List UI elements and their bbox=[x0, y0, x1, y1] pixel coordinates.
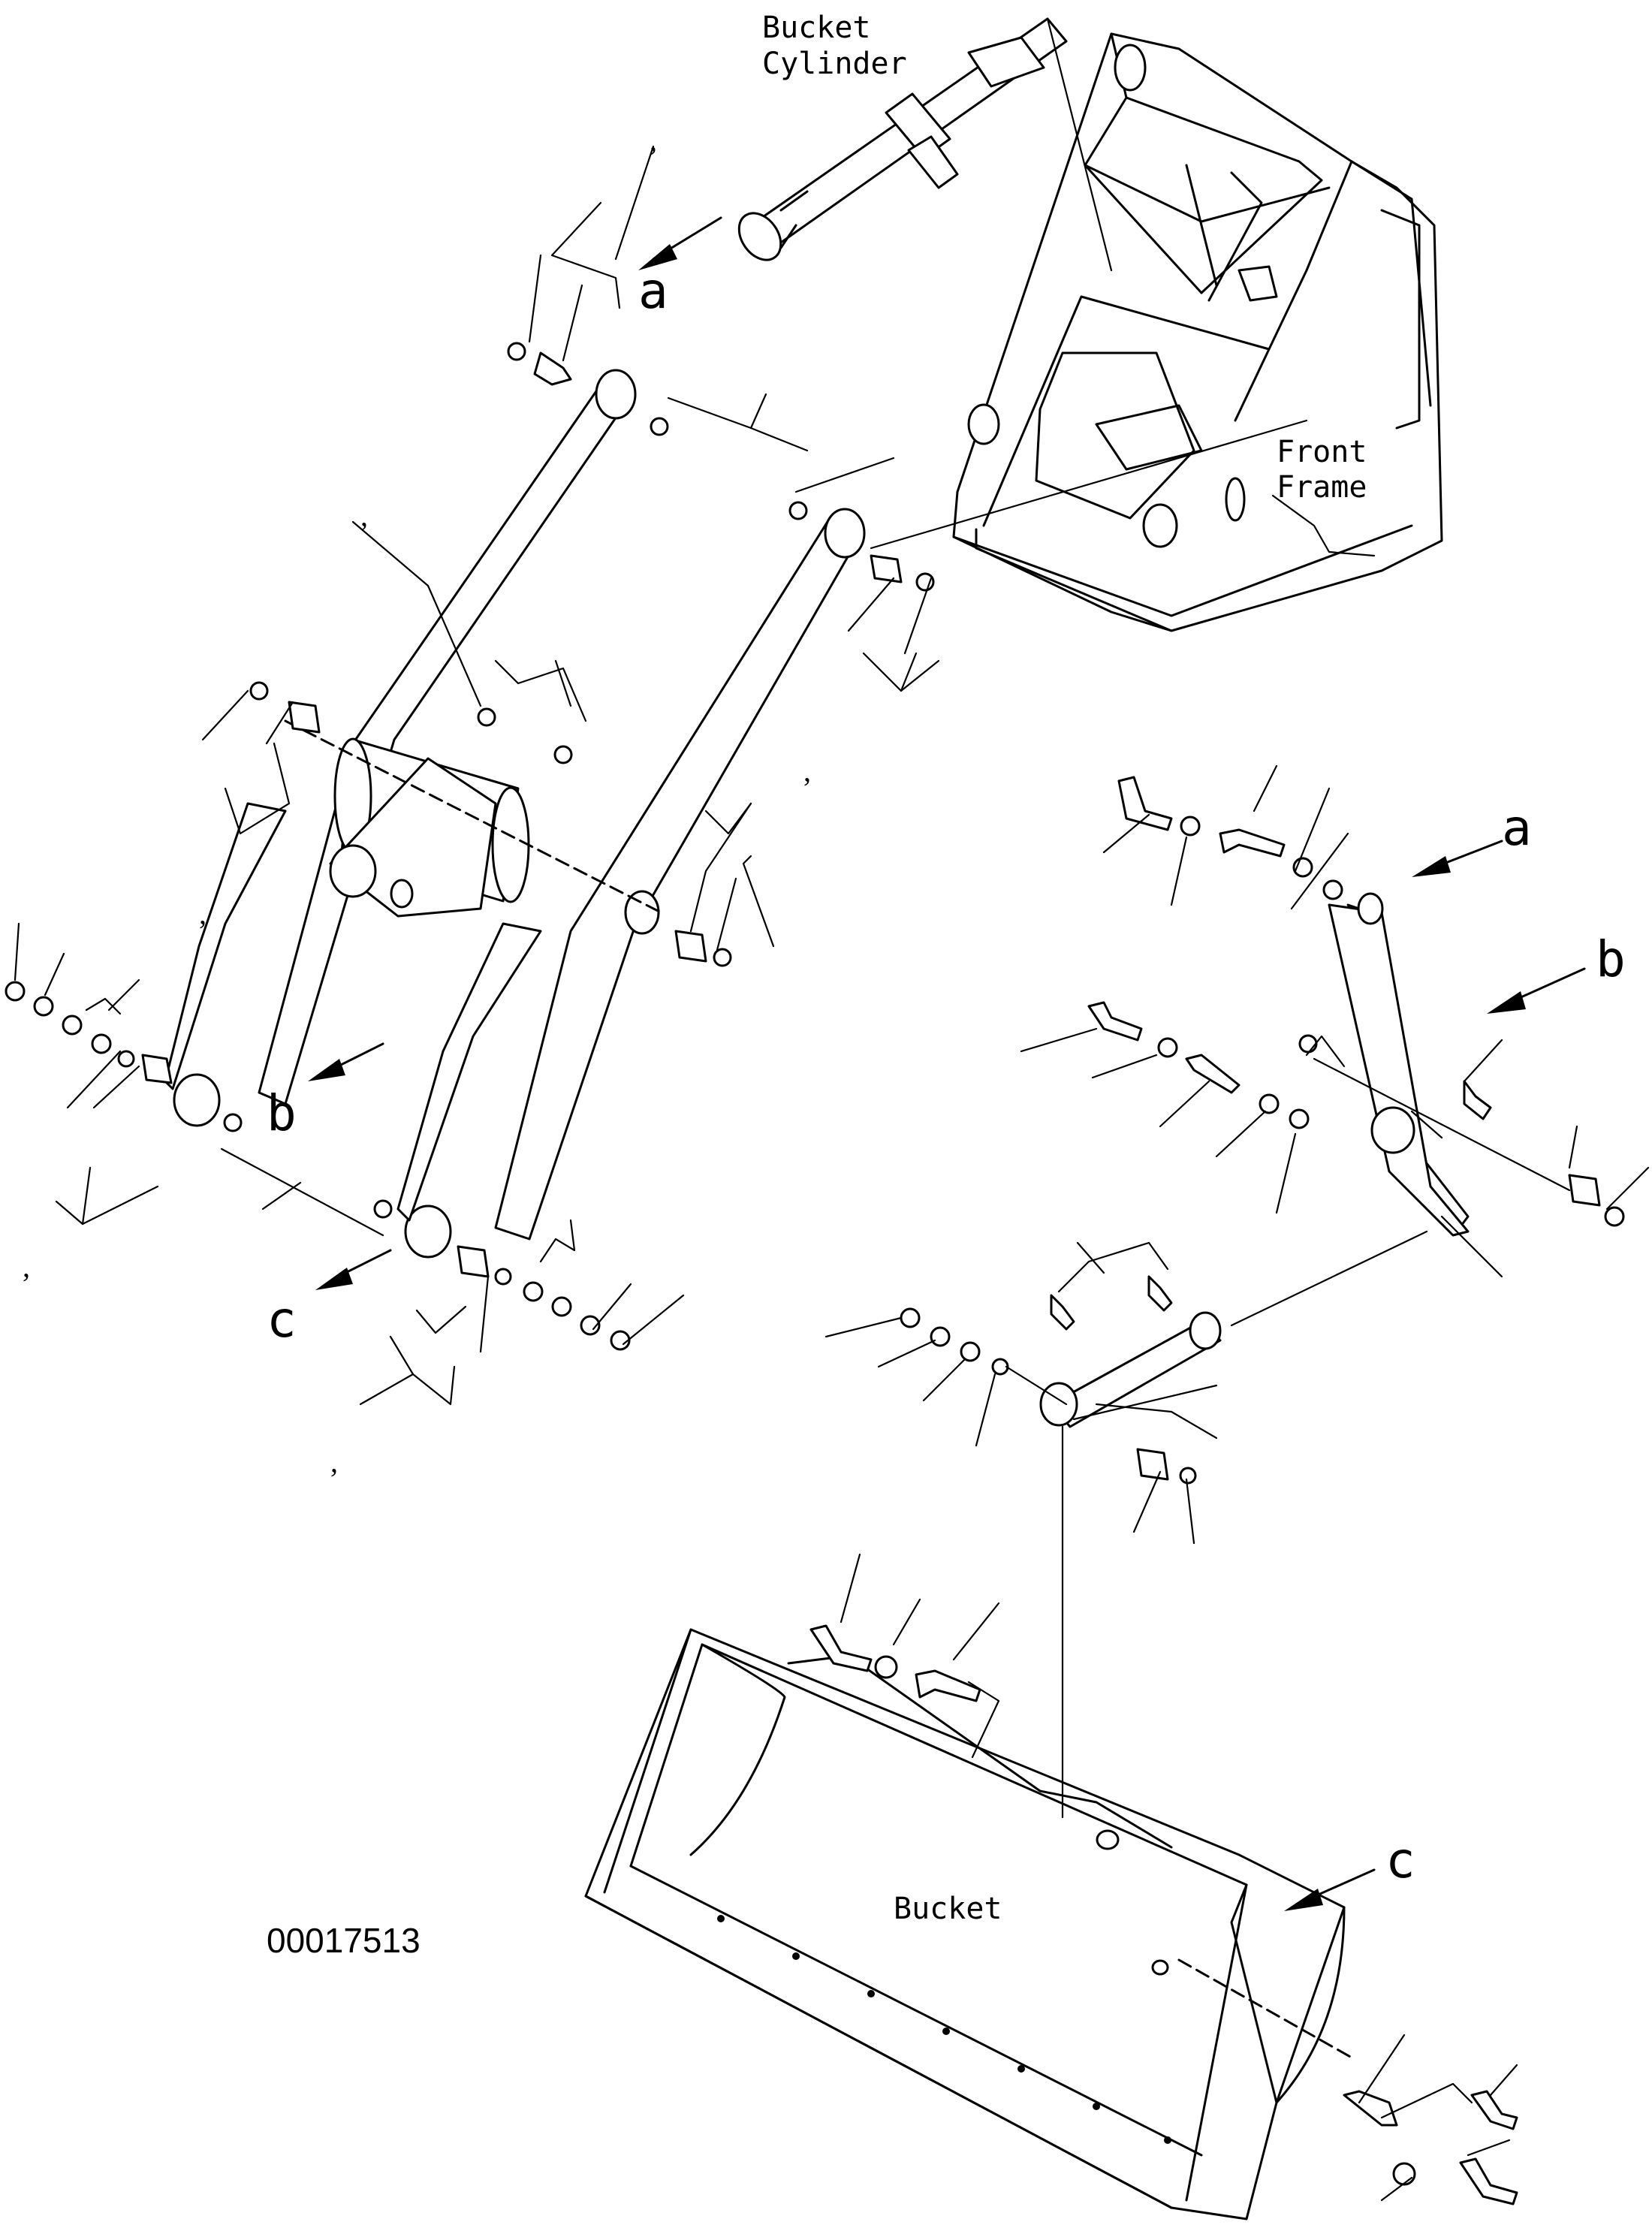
tick-mark: , bbox=[330, 1445, 338, 1479]
text-labels: Bucket Cylinder Front Frame Bucket 00017… bbox=[23, 11, 1626, 1960]
bucket bbox=[584, 1628, 1353, 2220]
arrow-a-right bbox=[1412, 856, 1451, 877]
ref-mark-c-left: c bbox=[267, 1291, 297, 1349]
drawing-number: 00017513 bbox=[267, 1921, 421, 1960]
front-frame-label-line2: Frame bbox=[1277, 470, 1367, 505]
leader-lines bbox=[14, 17, 1650, 2202]
arrow-b-right bbox=[1487, 991, 1526, 1014]
tick-mark: , bbox=[650, 123, 657, 157]
arrow-b-left bbox=[308, 1059, 345, 1081]
arrow-c-bucket bbox=[1284, 1889, 1323, 1911]
bucket-label: Bucket bbox=[894, 1892, 1002, 1926]
front-frame-label-line1: Front bbox=[1277, 435, 1367, 469]
tick-mark: , bbox=[360, 499, 368, 532]
ref-mark-b-left: b bbox=[267, 1084, 297, 1142]
arrow-a-top bbox=[638, 244, 677, 270]
bucket-cylinder-label-line1: Bucket bbox=[762, 11, 871, 45]
tick-mark: , bbox=[199, 897, 206, 930]
tick-mark: , bbox=[803, 754, 811, 788]
ref-mark-a-top: a bbox=[638, 262, 668, 320]
boom-assembly bbox=[164, 369, 866, 1259]
ref-mark-b-right: b bbox=[1596, 930, 1626, 988]
bucket-link bbox=[1328, 892, 1470, 1237]
arrow-c-left bbox=[315, 1268, 353, 1290]
bucket-cylinder bbox=[737, 17, 1068, 261]
bucket-small-link bbox=[1039, 1311, 1222, 1428]
reference-arrows bbox=[308, 216, 1586, 1911]
small-parts bbox=[5, 342, 1625, 2205]
tick-mark: , bbox=[23, 1250, 30, 1283]
front-frame bbox=[952, 32, 1443, 632]
bucket-cylinder-label-line2: Cylinder bbox=[762, 47, 907, 81]
ref-mark-c-bucket: c bbox=[1385, 1832, 1415, 1889]
ref-mark-a-right: a bbox=[1502, 799, 1532, 857]
